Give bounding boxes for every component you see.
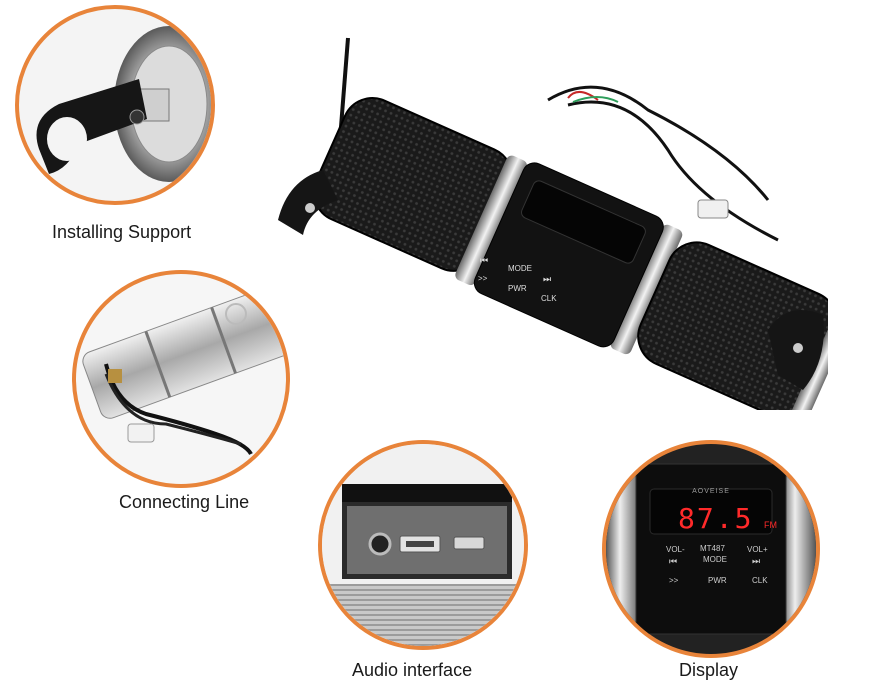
display-frequency: 87.5: [678, 502, 754, 535]
wiring-image: [82, 285, 286, 456]
display-model: MT487: [700, 544, 725, 553]
display-pwr: PWR: [708, 576, 727, 585]
product-button-mode: MODE: [508, 264, 532, 273]
display-prev-icon: ⏮: [669, 556, 678, 566]
display-brand: AOVEISE: [692, 488, 730, 495]
display-clk: CLK: [752, 576, 768, 585]
display-next-icon: ⏭: [752, 556, 761, 566]
display-bezel: [606, 444, 816, 654]
display-vol-minus: VOL-: [666, 545, 685, 554]
display-vol-plus: VOL+: [747, 545, 768, 554]
main-product-image: ⏮ MODE ⏭ >> PWR CLK: [268, 30, 828, 410]
caption-installing-support: Installing Support: [52, 222, 192, 242]
display-band: FM: [764, 520, 777, 530]
audio-interface-photo: [318, 440, 528, 650]
product-button-pwr: PWR: [508, 284, 527, 293]
product-button-clk: CLK: [541, 294, 557, 303]
ports-image: [322, 444, 524, 646]
display-photo: AOVEISE 87.5 FM MT487 VOL- VOL+ ⏮ MODE ⏭…: [602, 440, 820, 658]
display-skip: >>: [669, 576, 679, 585]
product-button-next: ⏭: [543, 274, 552, 284]
caption-connecting-line: Connecting Line: [119, 492, 250, 512]
caption-audio-interface: Audio interface: [352, 660, 473, 680]
installing-support-photo: [15, 5, 215, 205]
connecting-line-photo: [72, 270, 290, 488]
display-mode: MODE: [703, 555, 727, 564]
caption-display: Display: [679, 660, 739, 680]
product-button-prev: ⏮: [480, 255, 489, 265]
product-button-skip: >>: [478, 274, 488, 283]
bracket-clamp-image: [36, 26, 211, 182]
